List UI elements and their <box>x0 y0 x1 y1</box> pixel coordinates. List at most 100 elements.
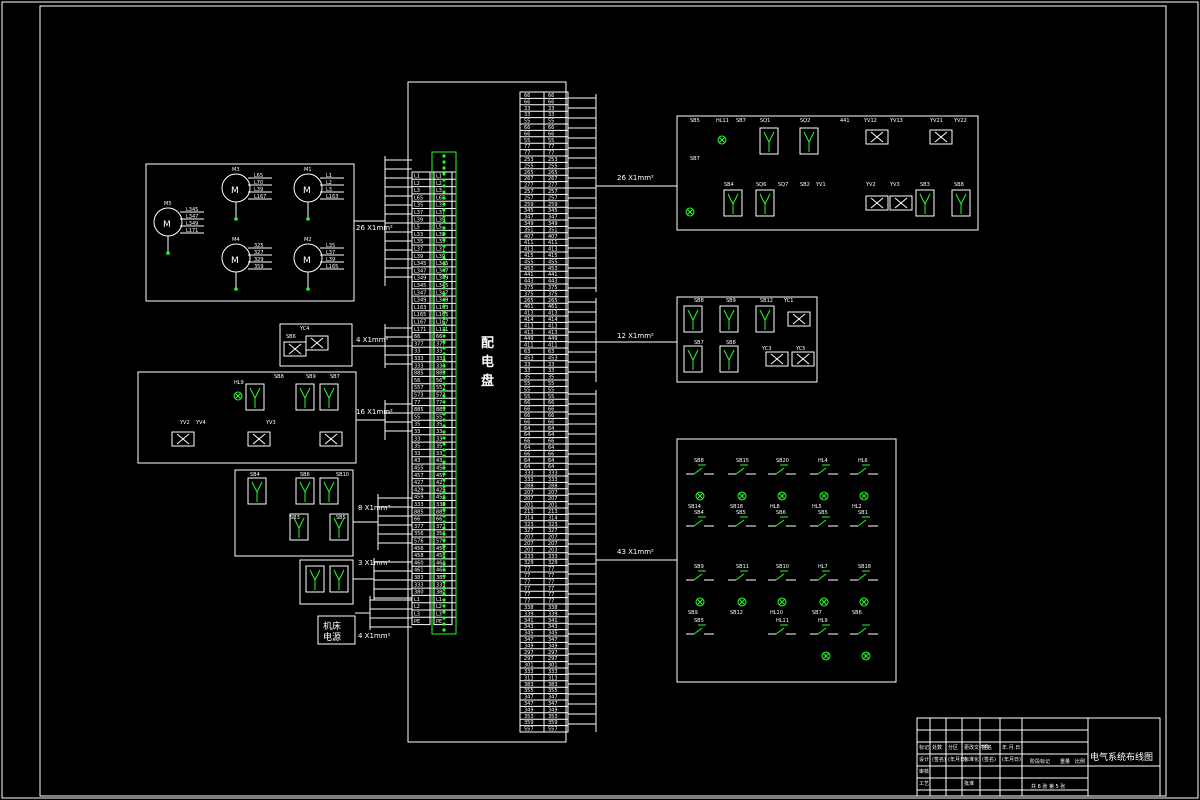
motor-pin: L70 <box>254 180 263 186</box>
pushbutton-icon <box>775 627 785 635</box>
switch-symbol <box>299 387 311 400</box>
motor-pin: L347 <box>186 214 198 220</box>
right-terminal-out: 301 <box>548 663 558 669</box>
switch-symbol <box>759 309 771 322</box>
right-terminal-out: 77 <box>548 144 554 150</box>
motor-pin: L37 <box>326 250 335 256</box>
lamp-icon <box>737 491 747 501</box>
left-group-label: SB7 <box>330 374 340 380</box>
pushbutton-icon <box>693 573 703 581</box>
ground-dot <box>442 532 446 536</box>
motor-name: M2 <box>304 237 312 243</box>
left-terminal-out: L349 <box>436 276 448 282</box>
lamp-label: SB12 <box>730 610 743 616</box>
ground-dot <box>442 406 446 410</box>
left-terminal: L171 <box>414 327 426 333</box>
left-control-box <box>137 371 357 464</box>
ground-dot <box>442 370 446 374</box>
right-terminal: 66 <box>524 99 530 105</box>
right-terminal: 333 <box>524 477 534 483</box>
top-right-label: YV13 <box>889 118 903 124</box>
switch-symbol <box>803 131 815 144</box>
top-right-label: SB7 <box>690 156 700 162</box>
left-terminal: L33 <box>414 232 423 238</box>
switch-symbol <box>323 387 335 400</box>
left-terminal: L345 <box>414 283 426 289</box>
ground-dot <box>442 520 446 524</box>
ground-dot <box>442 526 446 530</box>
right-terminal-out: 351 <box>548 227 558 233</box>
ground-dot <box>442 580 446 584</box>
right-terminal: 77 <box>524 144 530 150</box>
motor-pin: L39 <box>254 187 263 193</box>
bottom-right-label: SB20 <box>776 458 789 464</box>
bottom-right-label: SB4 <box>694 510 704 516</box>
right-terminal: 77 <box>524 573 530 579</box>
bottom-right-label: SB8 <box>694 458 704 464</box>
left-terminal-out: L35 <box>436 239 445 245</box>
ground-dot <box>442 322 446 326</box>
left-group-label: SB8 <box>274 374 284 380</box>
bottom-right-label: SB6 <box>776 510 786 516</box>
right-terminal-out: 77 <box>548 567 554 573</box>
title-block-cell: 更改文件号 <box>964 744 989 751</box>
ground-dot <box>442 472 446 476</box>
right-terminal-out: 313 <box>548 675 558 681</box>
stage-label: 阶段标记 <box>1030 758 1050 765</box>
title-block-cell: 年.月.日 <box>1002 744 1020 751</box>
right-terminal: 257 <box>524 195 534 201</box>
right-terminal-out: 33 <box>548 112 554 118</box>
motor-pin: 359 <box>254 264 264 270</box>
right-terminal: 347 <box>524 215 534 221</box>
ground-dot <box>442 436 446 440</box>
pushbutton-icon <box>817 519 827 527</box>
right-terminal-out: 257 <box>548 189 558 195</box>
left-terminal: 377 <box>414 524 424 530</box>
top-right-label: YV2 <box>865 182 876 188</box>
right-terminal: 413 <box>524 311 534 317</box>
right-terminal: 353 <box>524 714 534 720</box>
top-right-label: SQ2 <box>800 118 810 124</box>
ground-dot <box>234 217 238 221</box>
left-terminal: L345 <box>414 261 426 267</box>
left-terminal: 383 <box>414 575 424 581</box>
top-right-label: SB7 <box>736 118 746 124</box>
left-terminal: L347 <box>414 268 426 274</box>
right-terminal-out: 329 <box>548 560 558 566</box>
left-terminal-out: L3 <box>436 188 442 194</box>
right-terminal: 64 <box>524 458 530 464</box>
left-terminal: 429 <box>414 487 424 493</box>
right-terminal-out: 35 <box>548 375 554 381</box>
left-terminal-out: 66 <box>436 517 442 523</box>
lamp-label: SB18 <box>730 504 743 510</box>
right-terminal: 64 <box>524 445 530 451</box>
left-terminal-out: 457 <box>436 473 446 479</box>
left-terminal-out: 35 <box>436 422 442 428</box>
motor-name: M4 <box>232 237 240 243</box>
switch-frame <box>289 513 309 541</box>
left-terminal: 333 <box>414 356 424 362</box>
right-terminal-out: 347 <box>548 215 558 221</box>
left-terminal-out: 333 <box>436 582 446 588</box>
right-terminal-out: 207 <box>548 490 558 496</box>
right-terminal: 55 <box>524 119 530 125</box>
pushbutton-icon <box>735 519 745 527</box>
bottom-right-label: SB5 <box>694 618 704 624</box>
ground-dot <box>442 562 446 566</box>
right-terminal-out: 443 <box>548 279 558 285</box>
right-terminal: 207 <box>524 490 534 496</box>
left-group-label: SB4 <box>250 472 260 478</box>
right-terminal-out: 66 <box>548 439 554 445</box>
top-right-label: SQ6 <box>756 182 766 188</box>
ground-dot <box>234 287 238 291</box>
weight-label: 重量 <box>1060 758 1070 765</box>
right-terminal-out: 66 <box>548 400 554 406</box>
right-terminal: 259 <box>524 202 534 208</box>
left-terminal: L35 <box>414 203 423 209</box>
left-terminal-out: L349 <box>436 298 448 304</box>
top-right-label: SB4 <box>724 182 734 188</box>
right-terminal: 411 <box>524 343 534 349</box>
right-terminal-out: 64 <box>548 464 554 470</box>
left-terminal-out: 427 <box>436 480 446 486</box>
